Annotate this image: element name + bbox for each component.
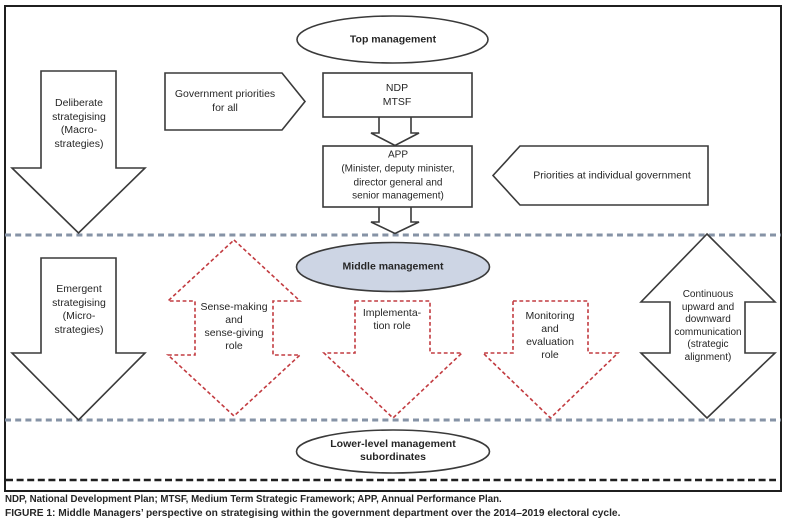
emergent-strategising-label: Emergent strategising (Micro- strategies… bbox=[52, 282, 106, 336]
abbreviations-note: NDP, National Development Plan; MTSF, Me… bbox=[5, 494, 502, 505]
lower-level-ellipse bbox=[295, 429, 491, 474]
monitoring-arrow bbox=[481, 300, 620, 420]
individual-priorities-pentagon bbox=[491, 145, 709, 206]
app-label: APP (Minister, deputy minister, director… bbox=[341, 149, 455, 202]
emergent-arrow-shape bbox=[10, 257, 147, 422]
sense-making-label: Sense-making and sense-giving role bbox=[200, 301, 268, 352]
government-priorities-pentagon bbox=[164, 72, 307, 131]
deliberate-arrow-shape bbox=[10, 70, 147, 235]
flow-arrow-app-to-middle bbox=[370, 205, 420, 235]
government-priorities-label: Government priorities for all bbox=[174, 87, 276, 114]
communication-double-arrow bbox=[639, 232, 777, 420]
top-management-label: Top management bbox=[349, 33, 437, 46]
deliberate-strategising-label: Deliberate strategising (Macro- strategi… bbox=[52, 96, 106, 150]
middle-management-label: Middle management bbox=[342, 260, 444, 273]
ndp-mtsf-box bbox=[322, 72, 473, 118]
figure-border bbox=[4, 5, 782, 492]
top-management-ellipse bbox=[296, 15, 489, 64]
monitoring-label: Monitoring and evaluation role bbox=[525, 310, 575, 361]
app-box bbox=[322, 145, 473, 208]
figure-caption: FIGURE 1: Middle Managers’ perspective o… bbox=[5, 508, 621, 519]
sense-making-double-arrow bbox=[165, 238, 303, 418]
implementation-label: Implementa- tion role bbox=[362, 307, 422, 332]
middle-management-ellipse bbox=[295, 241, 491, 293]
lower-level-label: Lower-level management subordinates bbox=[330, 438, 456, 463]
flow-arrow-ndp-to-app bbox=[370, 115, 420, 147]
communication-label: Continuous upward and downward communica… bbox=[674, 289, 742, 364]
ndp-mtsf-label: NDP MTSF bbox=[382, 81, 412, 108]
individual-priorities-label: Priorities at individual government bbox=[533, 169, 691, 181]
implementation-arrow bbox=[321, 300, 465, 420]
